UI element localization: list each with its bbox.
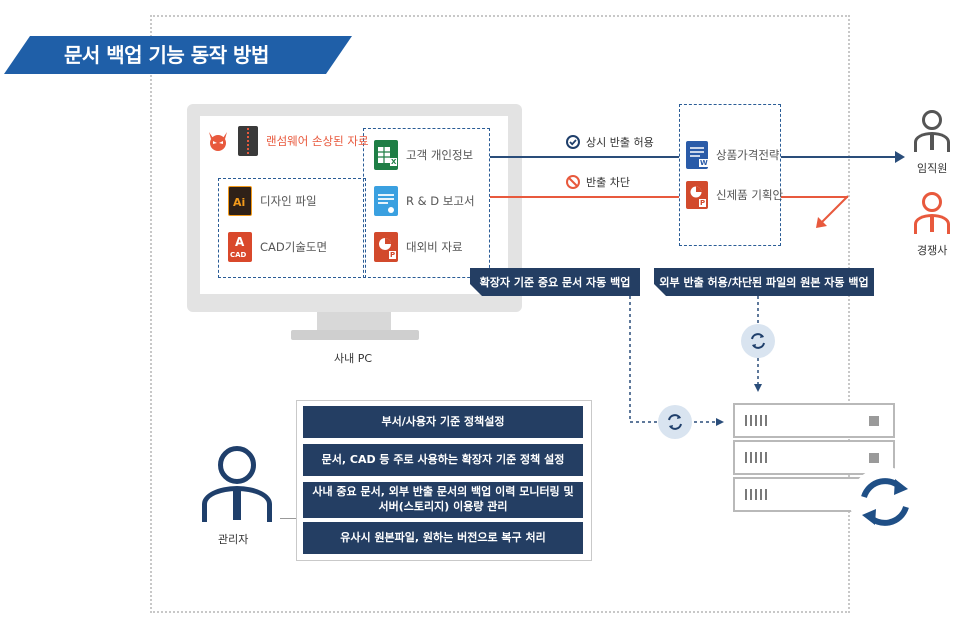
competitor-person-icon [910,192,954,236]
outer-dotted-frame [150,15,850,613]
policy-item: 유사시 원본파일, 원하는 버전으로 복구 처리 [303,522,583,554]
extension-backup-badge: 확장자 기준 중요 문서 자동 백업 [470,268,640,296]
right-file-group [363,128,490,278]
policy-item: 부서/사용자 기준 정책설정 [303,406,583,438]
sync-icon [658,405,692,439]
illustrator-icon: Ai [228,186,252,216]
cad-icon: A CAD [228,232,252,262]
blocked-deflect-arrow [816,195,849,228]
employee-person-icon [910,110,954,154]
check-circle-icon [566,135,580,149]
blocked-flow-line-left [490,196,680,198]
allowed-flow-line-right [780,156,900,158]
title-banner [4,36,352,74]
devil-icon [209,132,227,151]
policy-item: 문서, CAD 등 주로 사용하는 확장자 기준 정책 설정 [303,444,583,476]
backup-connectors [629,296,762,426]
ransomware-file: 랜섬웨어 손상된 자료 [206,126,369,156]
allowed-label: 상시 반출 허용 [566,134,654,150]
allowed-flow-line-left [490,156,680,158]
monitor-stand [317,312,391,332]
cad-file-label: CAD기술도면 [260,240,328,254]
outbound-backup-badge: 외부 반출 허용/차단된 파일의 원본 자동 백업 [654,268,874,296]
new-product-plan-label: 신제품 기획안 [716,188,784,202]
employee-label: 임직원 [917,162,948,175]
allowed-arrow-head [895,151,905,163]
report-doc-icon [374,186,398,216]
customer-info-file: X 고객 개인정보 [374,140,473,170]
competitor-label: 경쟁사 [917,244,948,257]
blocked-label: 반출 차단 [566,174,630,190]
design-file-label: 디자인 파일 [260,194,317,208]
server-unit [733,440,895,475]
outbound-file-group [679,104,781,246]
pc-caption: 사내 PC [334,352,373,365]
blocked-flow-line-right [780,196,848,198]
customer-info-label: 고객 개인정보 [406,148,474,162]
rnd-report-label: R & D 보고서 [406,194,475,208]
price-strategy-file: W 상품가격전략 [686,141,779,169]
left-file-group [218,178,366,278]
monitor-base [291,330,419,340]
ransomware-file-label: 랜섬웨어 손상된 자료 [266,134,369,148]
price-strategy-label: 상품가격전략 [716,148,780,162]
confidential-file-label: 대외비 자료 [406,240,463,254]
rnd-report-file: R & D 보고서 [374,186,475,216]
design-file: Ai 디자인 파일 [228,186,317,216]
sync-icon [741,324,775,358]
server-sync-icon [850,467,920,537]
server-unit [733,403,895,438]
confidential-file: P 대외비 자료 [374,232,463,262]
policy-item: 사내 중요 문서, 외부 반출 문서의 백업 이력 모니터링 및 서버(스토리지… [303,482,583,518]
page-title: 문서 백업 기능 동작 방법 [64,43,269,67]
word-icon: W [686,141,709,169]
admin-label: 관리자 [218,533,249,546]
admin-connector [280,518,296,519]
excel-icon: X [374,140,398,170]
cad-file: A CAD CAD기술도면 [228,232,327,262]
block-icon [566,175,580,189]
new-product-plan-file: P 신제품 기획안 [686,181,783,209]
powerpoint-icon: P [686,181,708,209]
corrupted-file-icon [238,126,258,156]
admin-person-icon [198,446,278,524]
powerpoint-icon: P [374,232,398,262]
